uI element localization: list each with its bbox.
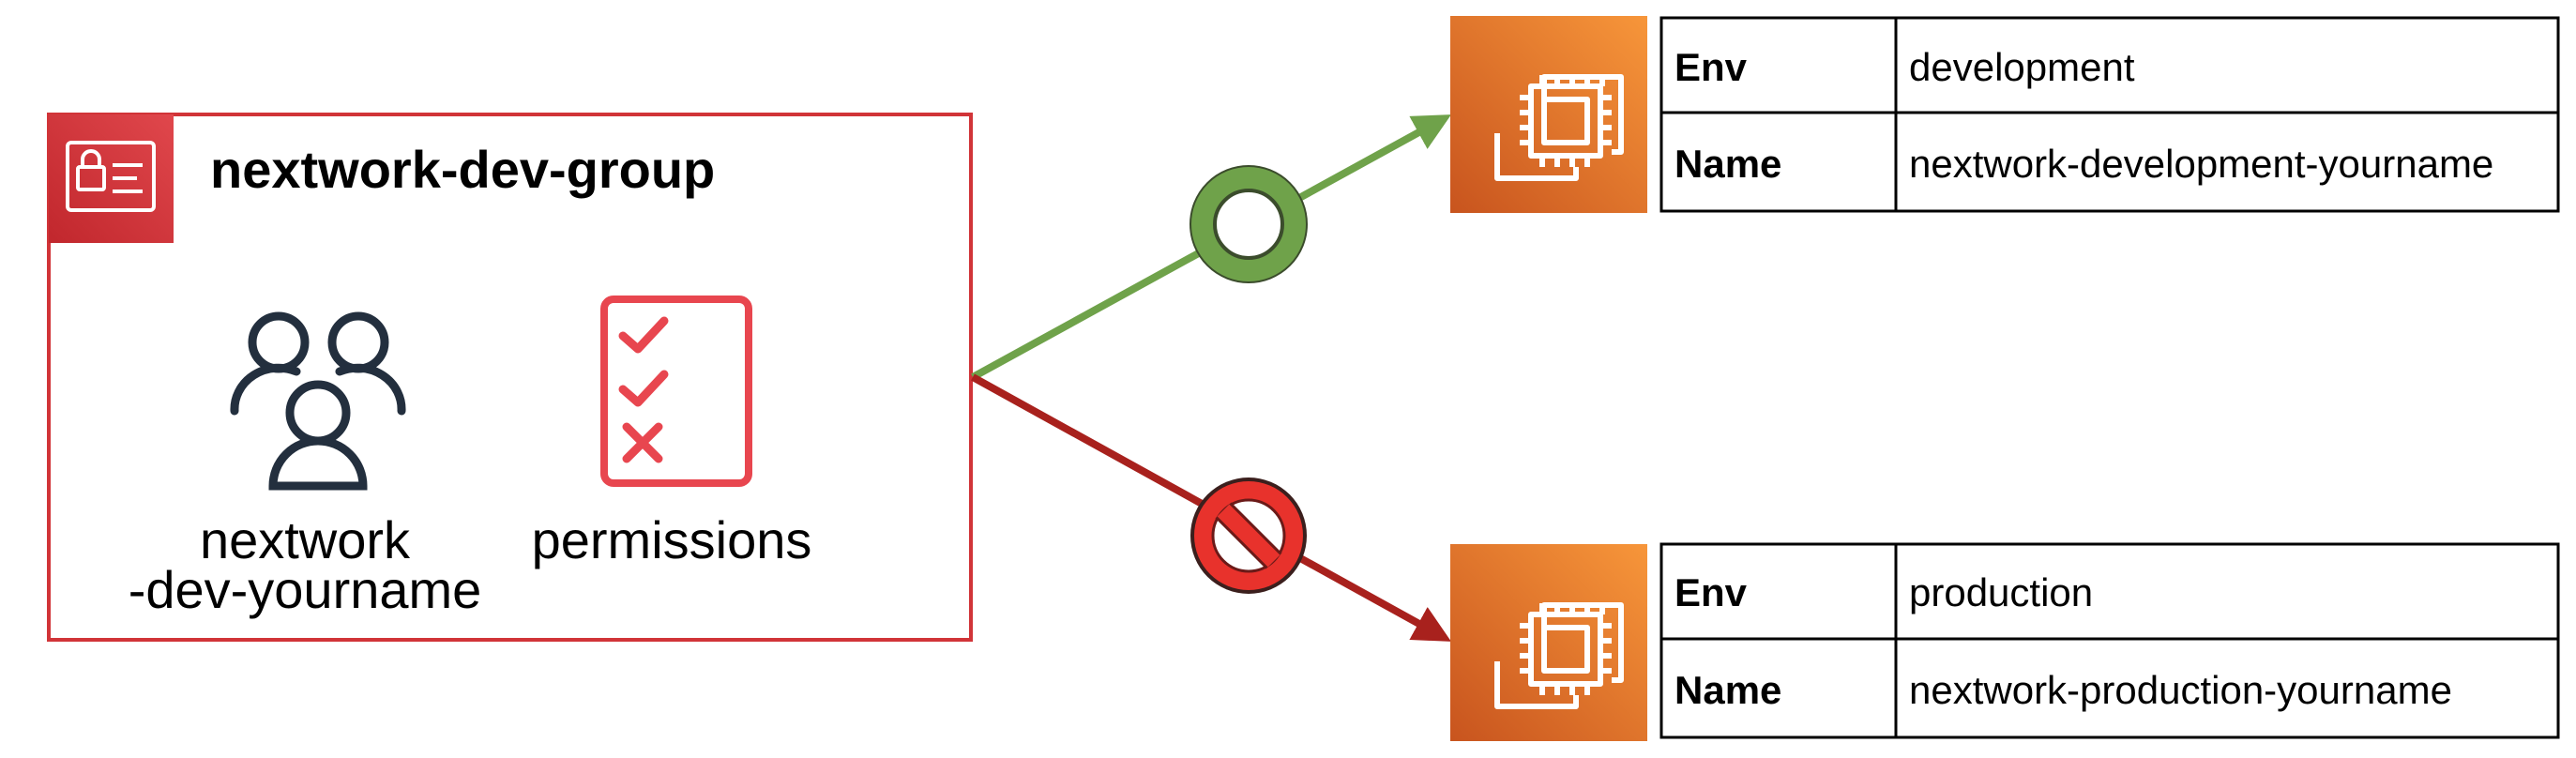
user-label-line2: -dev-yourname	[129, 560, 482, 619]
tag-value: development	[1909, 45, 2135, 89]
checklist-icon	[600, 296, 752, 487]
iam-group: nextwork-dev-group nextwork -dev-yournam…	[47, 113, 973, 642]
tag-value: production	[1909, 570, 2093, 614]
tag-key: Env	[1674, 45, 1748, 89]
group-title: nextwork-dev-group	[210, 140, 715, 199]
user-label-line1: nextwork	[200, 510, 411, 569]
tag-table-production: Env production Name nextwork-production-…	[1659, 542, 2560, 739]
permissions-label: permissions	[532, 510, 812, 569]
tag-key: Name	[1674, 668, 1781, 712]
tag-value: nextwork-development-yourname	[1909, 142, 2493, 186]
ec2-chip-icon	[1450, 16, 1647, 213]
group-border	[47, 113, 973, 642]
ec2-chip-icon	[1450, 544, 1647, 741]
instance-production: Env production Name nextwork-production-…	[1450, 542, 2560, 741]
tag-key: Name	[1674, 142, 1781, 186]
tag-key: Env	[1674, 570, 1748, 614]
tag-table-development: Env development Name nextwork-developmen…	[1659, 16, 2560, 213]
tag-value: nextwork-production-yourname	[1909, 668, 2452, 712]
users-group-icon	[230, 311, 406, 491]
prohibited-sign-icon	[1190, 478, 1307, 594]
instance-development: Env development Name nextwork-developmen…	[1450, 16, 2560, 213]
allow-ring-icon	[1190, 165, 1308, 283]
iam-id-card-icon	[49, 114, 174, 243]
